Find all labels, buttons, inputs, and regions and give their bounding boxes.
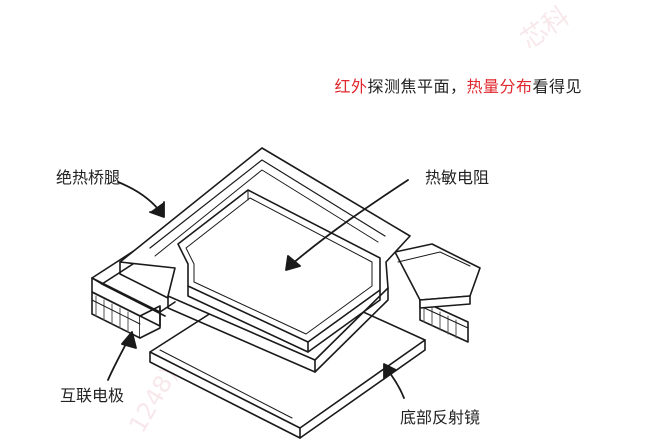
arrow-leg-pointer [118, 182, 164, 217]
thermal-isolation-leg-right [395, 244, 480, 308]
arrow-electrode-pointer [108, 332, 136, 380]
interconnect-electrode-left [92, 292, 160, 338]
arrow-reflector-pointer [384, 364, 404, 398]
label-thermistor: 热敏电阻 [425, 164, 489, 188]
label-thermal-leg: 绝热桥腿 [56, 164, 120, 188]
label-bottom-reflector: 底部反射镜 [400, 404, 480, 428]
label-interconnect-electrode: 互联电极 [60, 382, 124, 406]
